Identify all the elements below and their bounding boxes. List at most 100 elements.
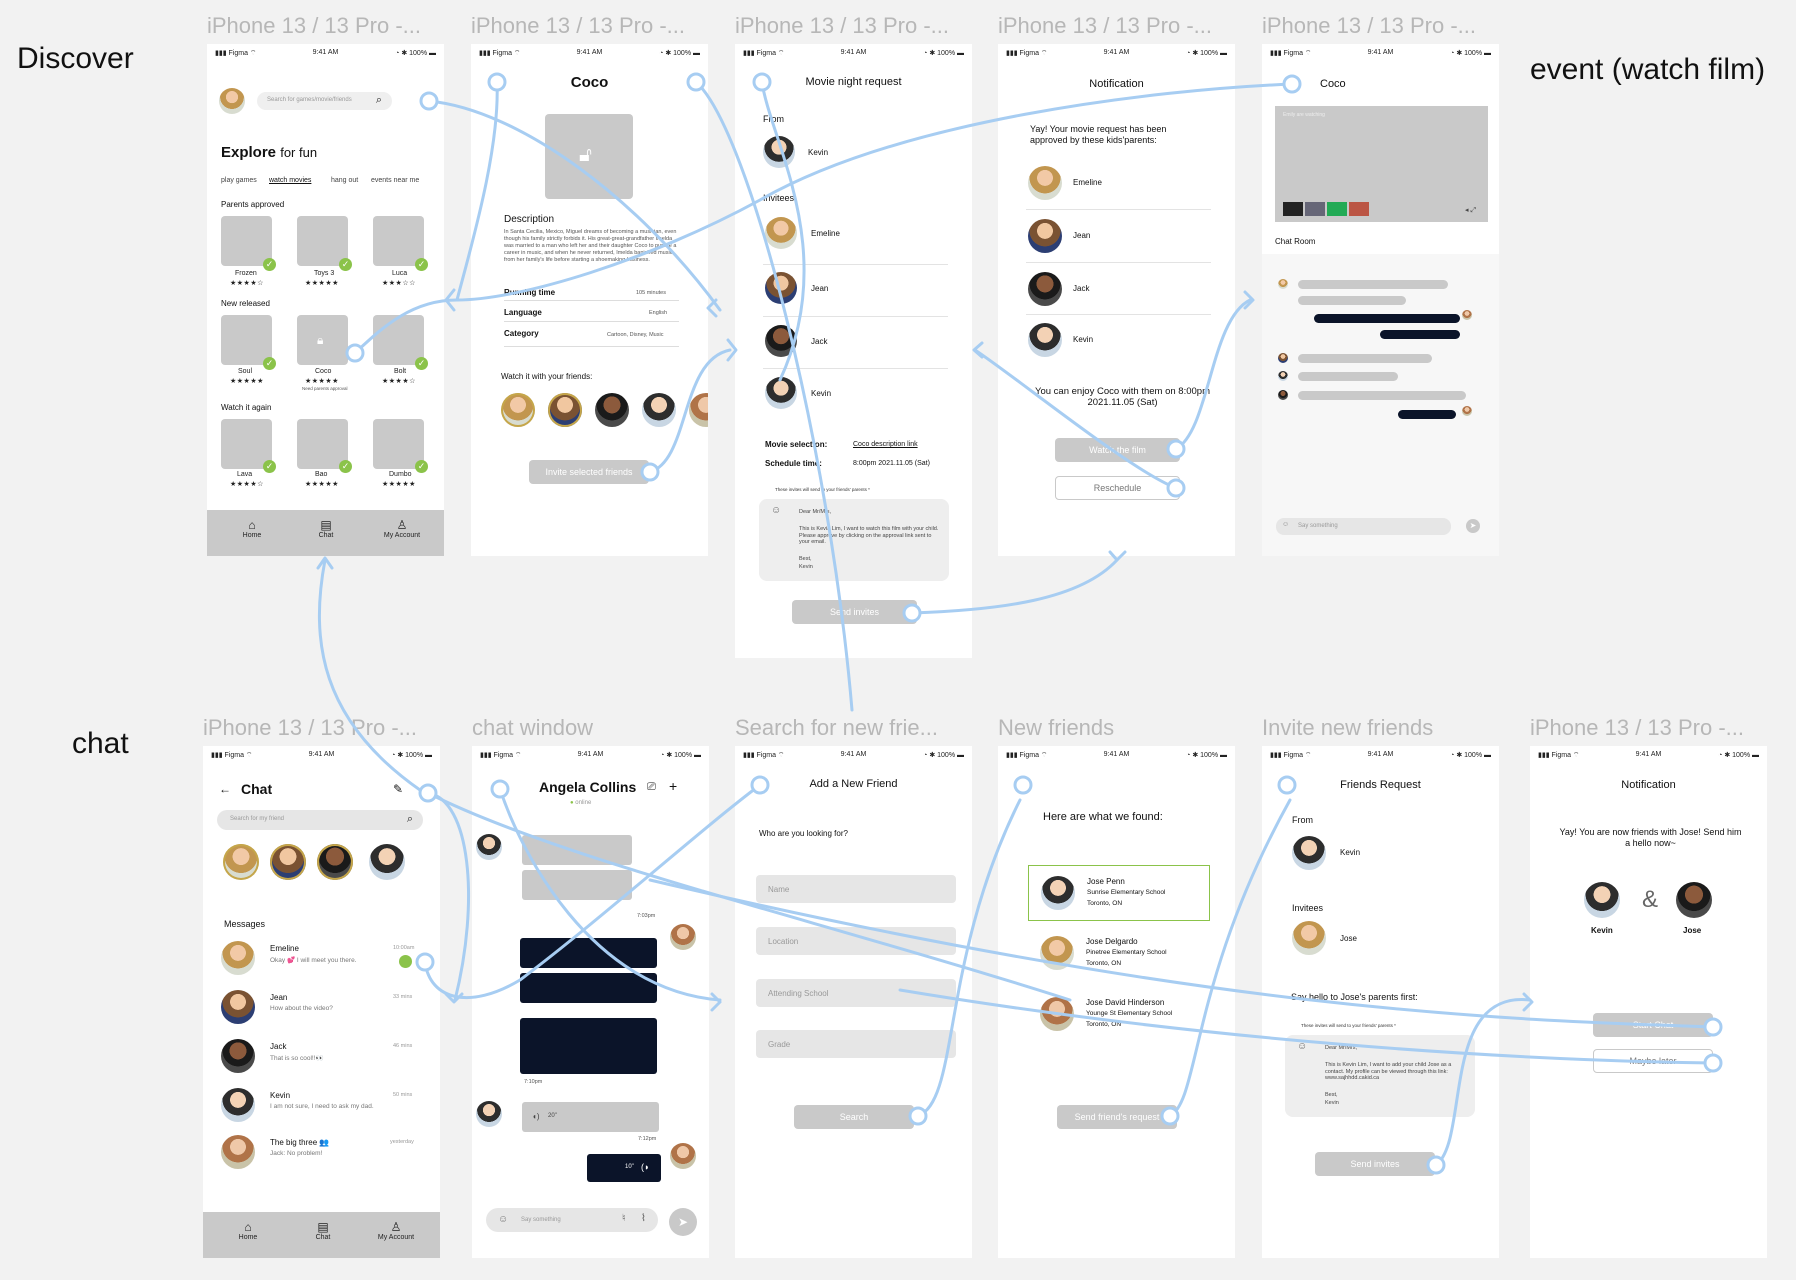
chat-item[interactable]: Kevin I am not sure, I need to ask my da… <box>203 1081 440 1125</box>
status-bar: ▮▮▮ Figma ⌔9:41 AM◔ ✱ 100% ▬ <box>743 49 964 57</box>
explore-title: Explore <box>221 144 277 161</box>
send-icon[interactable]: ➤ <box>669 1208 697 1236</box>
movie-tile[interactable] <box>221 216 272 266</box>
movie-request-screen: ▮▮▮ Figma ⌔9:41 AM◔ ✱ 100% ▬ Movie night… <box>735 44 972 658</box>
letter-box[interactable]: ☺ Dear Mr/Mrs, This is Kevin Lim, I want… <box>1285 1035 1475 1117</box>
nav-account[interactable]: ♙My Account <box>366 1220 426 1241</box>
lock-icon: 🔒︎ <box>317 333 324 347</box>
contact-name: Angela Collins <box>539 779 637 795</box>
nav-home[interactable]: ⌂Home <box>218 1220 278 1241</box>
movie-tile[interactable] <box>297 419 348 469</box>
heading-watch-again: Watch it again <box>221 403 272 412</box>
tab-hang-out[interactable]: hang out <box>331 177 359 184</box>
nav-account[interactable]: ♙My Account <box>372 518 432 539</box>
page-title: Here are what we found: <box>1043 811 1163 823</box>
friend-avatar[interactable] <box>223 844 259 880</box>
name-field[interactable]: Name <box>756 875 956 903</box>
search-input[interactable]: Search for games/movie/friends ⌕ <box>257 92 392 110</box>
send-invites-button[interactable]: Send invites <box>792 600 917 624</box>
add-icon[interactable]: + <box>669 778 678 794</box>
chat-item[interactable]: Jack That is so cool!!👀 46 mins <box>203 1032 440 1076</box>
chat-item[interactable]: Jean How about the video? 33 mins <box>203 983 440 1027</box>
send-invites-button[interactable]: Send invites <box>1315 1152 1435 1176</box>
friend-avatar[interactable] <box>270 844 306 880</box>
chat-item[interactable]: The big three 👥 Jack: No problem! yester… <box>203 1128 440 1172</box>
message-input[interactable]: ☺ Say something ♮ ⌇ <box>486 1208 658 1232</box>
start-chat-button[interactable]: Start Chat <box>1593 1013 1713 1037</box>
movie-tile[interactable] <box>297 216 348 266</box>
friend-avatar[interactable] <box>369 844 405 880</box>
coco-description-link[interactable]: Coco description link <box>853 441 918 448</box>
send-icon[interactable]: ➤ <box>1466 519 1480 533</box>
movie-tile[interactable] <box>373 216 424 266</box>
friend-notification-screen: ▮▮▮ Figma ⌔9:41 AM◔ ✱ 100% ▬ Notificatio… <box>1530 746 1767 1258</box>
friend-avatar[interactable] <box>501 393 535 427</box>
friend-avatar[interactable] <box>595 393 629 427</box>
movie-tile[interactable] <box>373 315 424 365</box>
page-title: Friends Request <box>1340 779 1421 791</box>
home-icon: ⌂ <box>244 1220 252 1234</box>
watch-film-button[interactable]: Watch the film <box>1055 438 1180 462</box>
avatar <box>1028 272 1062 306</box>
letter-box[interactable]: ☺ Dear Mr/Mrs, This is Kevin Lim, I want… <box>759 499 949 581</box>
edit-icon[interactable]: ✎ <box>393 782 404 796</box>
video-call-icon[interactable]: ⎚ <box>647 781 656 793</box>
friend-avatar[interactable] <box>642 393 676 427</box>
mic-icon: ♮ <box>622 1213 626 1224</box>
status-bar: ▮▮▮ Figma ⌔9:41 AM◔ ✱ 100% ▬ <box>1006 49 1227 57</box>
back-arrow-icon[interactable]: ← <box>219 782 231 796</box>
status-bar: ▮▮▮ Figma ⌔9:41 AM◔ ✱ 100% ▬ <box>1270 49 1491 57</box>
invite-friends-screen: ▮▮▮ Figma ⌔9:41 AM◔ ✱ 100% ▬ Friends Req… <box>1262 746 1499 1258</box>
reschedule-button[interactable]: Reschedule <box>1055 476 1180 500</box>
message-input[interactable]: ☺ Say something <box>1276 518 1451 535</box>
grade-field[interactable]: Grade <box>756 1030 956 1058</box>
status-bar: ▮▮▮ Figma ⌔9:41 AM◔ ✱ 100% ▬ <box>480 751 701 759</box>
movie-tile[interactable] <box>221 419 272 469</box>
tab-events-near-me[interactable]: events near me <box>371 177 420 184</box>
friend-avatar[interactable] <box>317 844 353 880</box>
voice-message[interactable]: ◖)20" <box>522 1102 659 1132</box>
friend-message: Yay! You are now friends with Jose! Send… <box>1559 827 1742 848</box>
frame-label: iPhone 13 / 13 Pro -... <box>203 715 418 740</box>
smile-icon: ☺ <box>771 505 782 516</box>
page-title: Coco <box>1320 78 1346 90</box>
add-friend-screen: ▮▮▮ Figma ⌔9:41 AM◔ ✱ 100% ▬ Add a New F… <box>735 746 972 1258</box>
friend-avatar[interactable] <box>548 393 582 427</box>
result-card-selected[interactable]: Jose Penn Sunrise Elementary School Toro… <box>1028 865 1210 921</box>
status-bar: ▮▮▮ Figma ⌔9:41 AM◔ ✱ 100% ▬ <box>215 49 436 57</box>
search-input[interactable]: Search for my friend ⌕ <box>217 810 423 830</box>
avatar <box>1028 166 1062 200</box>
send-friend-request-button[interactable]: Send friend's request <box>1057 1105 1177 1129</box>
unlock-icon: 🔓︎ <box>579 144 592 166</box>
avatar[interactable] <box>219 88 245 114</box>
maybe-later-button[interactable]: Maybe later <box>1593 1049 1713 1073</box>
result-card[interactable]: Jose Delgardo Pinetree Elementary School… <box>1028 926 1208 980</box>
section-chat: chat <box>72 727 129 760</box>
message-bubble <box>520 938 657 968</box>
chat-item[interactable]: Emeline Okay 💕 I will meet you there. 10… <box>203 934 440 978</box>
location-field[interactable]: Location <box>756 927 956 955</box>
nav-chat[interactable]: ▤Chat <box>296 518 356 539</box>
description-text: In Santa Cecilia, Mexico, Miguel dreams … <box>504 229 677 263</box>
avatar <box>763 136 795 168</box>
movie-tile[interactable] <box>221 315 272 365</box>
heading-parents-approved: Parents approved <box>221 200 285 209</box>
search-button[interactable]: Search <box>794 1105 914 1129</box>
friend-avatar[interactable] <box>689 393 708 427</box>
video-player[interactable]: Emily are watching ◂ ⤢ <box>1275 106 1488 222</box>
page-title: Add a New Friend <box>809 778 898 790</box>
frame-label: Search for new frie... <box>735 715 938 740</box>
nav-home[interactable]: ⌂Home <box>222 518 282 539</box>
page-title: Notification <box>1621 779 1676 791</box>
voice-message[interactable]: 10"(◗ <box>587 1154 661 1182</box>
tab-watch-movies[interactable]: watch movies <box>269 177 312 184</box>
school-field[interactable]: Attending School <box>756 979 956 1007</box>
tab-play-games[interactable]: play games <box>221 177 257 184</box>
nav-chat[interactable]: ▤Chat <box>293 1220 353 1241</box>
movie-tile[interactable] <box>373 419 424 469</box>
result-card[interactable]: Jose David Hinderson Younge St Elementar… <box>1028 987 1208 1041</box>
status-bar: ▮▮▮ Figma ⌔9:41 AM◔ ✱ 100% ▬ <box>1006 751 1227 759</box>
movie-tile-coco[interactable]: 🔒︎ <box>297 315 348 365</box>
invite-selected-button[interactable]: Invite selected friends <box>529 460 649 484</box>
page-title: Movie night request <box>805 76 902 88</box>
